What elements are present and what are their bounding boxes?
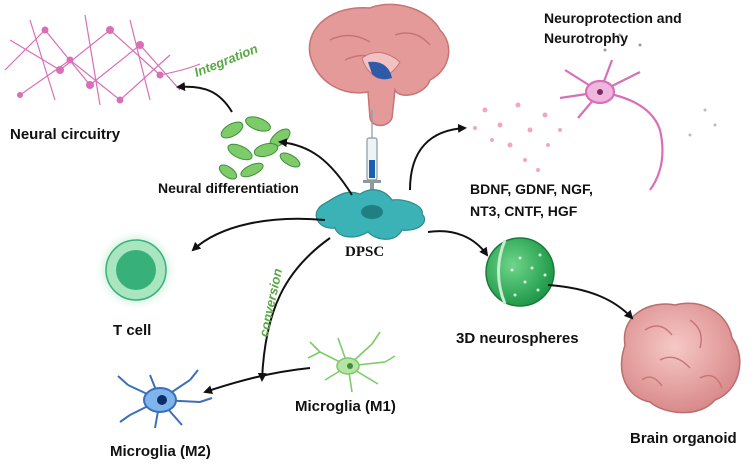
dpsc-cell-icon: [315, 189, 426, 240]
arrow-to-neural-differentiation: [278, 138, 353, 196]
neurosphere-icon: [485, 237, 555, 307]
brain-icon: [308, 3, 450, 127]
label-neuroprotection: Neuroprotection and Neurotrophy: [544, 10, 682, 46]
microglia-m1-icon: [307, 331, 396, 393]
label-dpsc: DPSC: [345, 244, 385, 260]
label-neurospheres: 3D neurospheres: [456, 330, 579, 347]
label-microglia-m2: Microglia (M2): [110, 443, 211, 460]
syringe-icon: [363, 110, 381, 193]
label-factors-line2: NT3, CNTF, HGF: [470, 203, 578, 219]
microglia-m2-icon: [117, 369, 213, 429]
label-neural-circuitry: Neural circuitry: [10, 126, 121, 143]
label-microglia-m1: Microglia (M1): [295, 398, 396, 415]
label-t-cell: T cell: [113, 322, 152, 339]
label-neural-differentiation: Neural differentiation: [158, 180, 299, 196]
neuron-icon: [559, 59, 664, 191]
arrow-to-t-cell: [191, 217, 326, 252]
label-brain-organoid: Brain organoid: [630, 430, 737, 447]
label-factors-line1: BDNF, GDNF, NGF,: [470, 181, 593, 197]
arrow-to-neuroprotection: [409, 123, 467, 191]
arrow-to-neural-circuitry: [176, 81, 233, 113]
arrow-to-brain-organoid: [547, 284, 634, 320]
arrow-to-microglia-m2: [257, 237, 331, 382]
neural-network-icon: [4, 14, 201, 106]
differentiated-cells-icon: [218, 116, 301, 180]
arrow-m1-to-m2: [203, 367, 311, 395]
arrows: [176, 81, 634, 395]
neurotrophic-factor-dots: [473, 33, 717, 172]
arrow-to-neurospheres: [427, 230, 489, 257]
brain-organoid-icon: [620, 302, 741, 414]
t-cell-icon: [94, 228, 178, 312]
